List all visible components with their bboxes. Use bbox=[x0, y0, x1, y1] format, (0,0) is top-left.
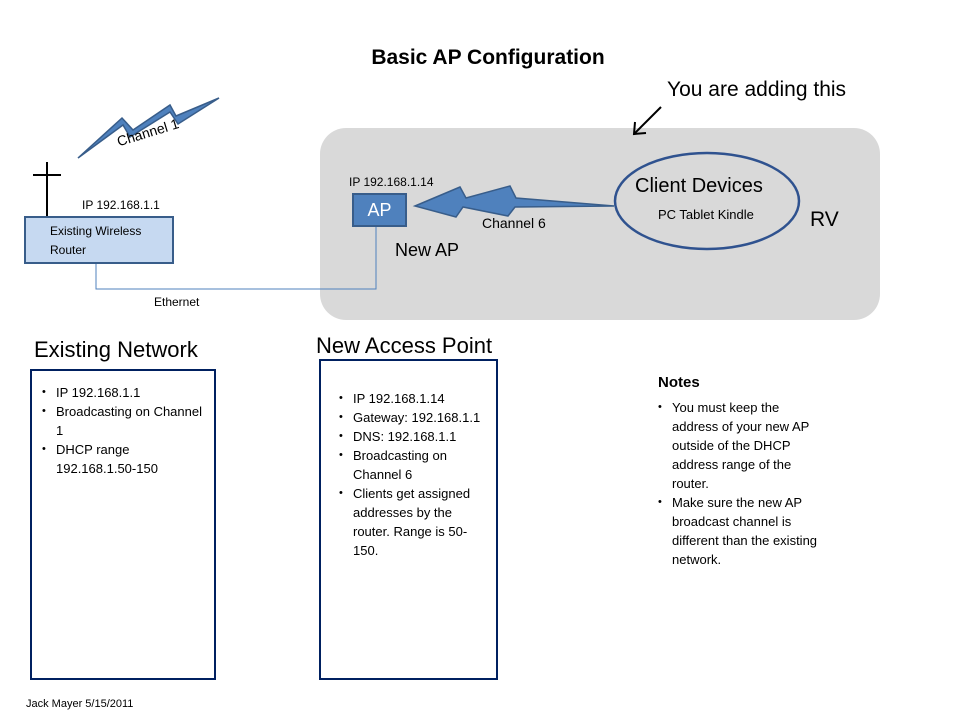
client-devices-list: PC Tablet Kindle bbox=[658, 207, 754, 222]
new-ap-label: New AP bbox=[395, 240, 460, 260]
page-title: Basic AP Configuration bbox=[371, 46, 605, 69]
rv-label: RV bbox=[810, 208, 839, 231]
existing-network-box: IP 192.168.1.1 Broadcasting on Channel 1… bbox=[30, 369, 216, 680]
notes-heading: Notes bbox=[658, 374, 700, 391]
router-ip-label: IP 192.168.1.1 bbox=[82, 198, 160, 212]
callout-arrow-icon bbox=[632, 106, 662, 136]
new-access-point-heading: New Access Point bbox=[316, 333, 493, 358]
list-item: Broadcasting on Channel 6 bbox=[335, 446, 488, 484]
ethernet-label: Ethernet bbox=[154, 295, 200, 309]
notes-list: You must keep the address of your new AP… bbox=[654, 398, 826, 569]
channel-1-lightning-icon bbox=[77, 97, 220, 159]
antenna-icon bbox=[33, 162, 61, 216]
list-item: Broadcasting on Channel 1 bbox=[38, 402, 204, 440]
new-access-point-box: IP 192.168.1.14 Gateway: 192.168.1.1 DNS… bbox=[319, 359, 498, 680]
callout-text: You are adding this bbox=[667, 78, 847, 101]
list-item: Gateway: 192.168.1.1 bbox=[335, 408, 488, 427]
list-item: Clients get assigned addresses by the ro… bbox=[335, 484, 488, 560]
client-devices-ellipse bbox=[613, 151, 801, 251]
router-label-line2: Router bbox=[50, 243, 87, 257]
new-access-point-list: IP 192.168.1.14 Gateway: 192.168.1.1 DNS… bbox=[321, 361, 496, 560]
list-item: DHCP range 192.168.1.50-150 bbox=[38, 440, 204, 478]
existing-router-box: Existing Wireless Router bbox=[24, 216, 174, 264]
list-item: DNS: 192.168.1.1 bbox=[335, 427, 488, 446]
router-label-line1: Existing Wireless bbox=[50, 224, 142, 238]
existing-network-heading: Existing Network bbox=[34, 337, 198, 362]
list-item: IP 192.168.1.1 bbox=[38, 383, 204, 402]
list-item: Make sure the new AP broadcast channel i… bbox=[654, 493, 826, 569]
ap-box: AP bbox=[352, 193, 407, 227]
channel-6-lightning-icon bbox=[412, 185, 615, 218]
ethernet-cable bbox=[95, 227, 377, 290]
ap-ip-label: IP 192.168.1.14 bbox=[349, 175, 434, 189]
client-devices-title: Client Devices bbox=[635, 175, 763, 197]
list-item: IP 192.168.1.14 bbox=[335, 389, 488, 408]
list-item: You must keep the address of your new AP… bbox=[654, 398, 826, 493]
channel-6-label: Channel 6 bbox=[482, 215, 546, 231]
existing-network-list: IP 192.168.1.1 Broadcasting on Channel 1… bbox=[32, 371, 214, 478]
footer-author-date: Jack Mayer 5/15/2011 bbox=[26, 698, 134, 710]
